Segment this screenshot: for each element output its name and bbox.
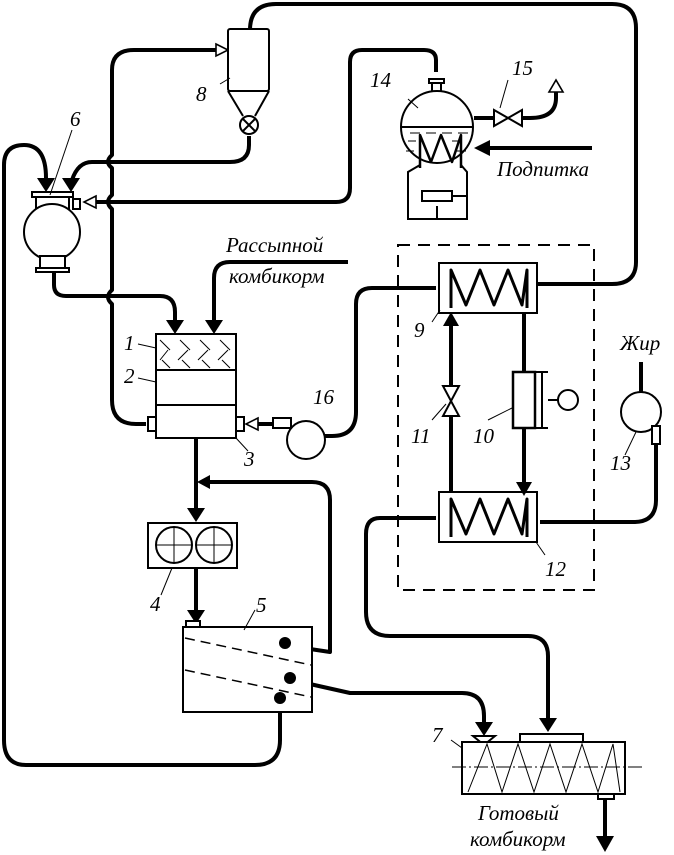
fan-16 — [272, 417, 326, 460]
pipe-return-loop — [2, 143, 282, 767]
pipe-cyclone-to-condenser — [248, 2, 638, 286]
label-9: 9 — [414, 318, 425, 342]
heat-pump-boundary — [397, 244, 595, 591]
label-12: 12 — [545, 557, 567, 581]
label-6: 6 — [70, 107, 81, 131]
bunker-inlet-arrow-icon — [187, 610, 205, 624]
pipe-cyclone-to-steamer — [70, 136, 251, 181]
makeup-arrow-icon — [474, 140, 490, 156]
return-arrow-icon — [197, 475, 210, 489]
mixer-section-1-hatch — [159, 339, 231, 369]
refrigerant-down-arrow-icon — [516, 482, 532, 496]
label-8: 8 — [196, 82, 207, 106]
label-2: 2 — [124, 364, 135, 388]
pipe-condenser-to-fan — [316, 286, 436, 438]
evaporator-12 — [438, 491, 538, 543]
pipe-loose-feed — [212, 260, 348, 322]
steam-generator-14 — [400, 78, 474, 220]
mill-inlet-arrow-icon — [187, 508, 205, 522]
steamer-inlet-arrow-icon — [62, 178, 80, 192]
label-14: 14 — [370, 68, 392, 92]
steam-inlet-arrow-icon — [82, 194, 97, 210]
pipe-to-cyclone-inlet — [110, 48, 216, 150]
label-16: 16 — [313, 385, 335, 409]
pipe-pump-to-heater — [540, 444, 658, 524]
loose-feed-label-line1: Рассыпной — [225, 233, 324, 257]
loose-feed-arrow-icon — [205, 320, 223, 334]
label-15: 15 — [512, 56, 533, 80]
label-5: 5 — [256, 593, 267, 617]
label-4: 4 — [150, 592, 161, 616]
roller-mill-4 — [147, 522, 238, 569]
cyclone-inlet-arrow-icon — [215, 42, 230, 58]
sieve-5 — [182, 620, 313, 713]
loose-feed-label-line2: комбикорм — [229, 264, 325, 288]
compressor-10 — [511, 370, 579, 430]
mixer-inlet-arrow-icon — [166, 320, 184, 334]
fat-pump-13 — [620, 391, 662, 445]
vent-arrow-icon — [547, 78, 565, 93]
pipe-left-vertical — [106, 150, 146, 426]
mixer-assembly — [147, 333, 245, 439]
finished-feed-label-line2: комбикорм — [470, 827, 566, 851]
pipe-fat-to-screw — [364, 516, 550, 720]
condenser-9 — [438, 262, 538, 314]
pipe-sieve-return — [204, 480, 332, 654]
pipe-steam-to-steamer — [96, 48, 438, 204]
mixer-air-arrow-icon — [244, 416, 259, 432]
pipe-steamer-to-mixer — [52, 272, 177, 322]
label-7: 7 — [432, 723, 444, 747]
fat-label: Жир — [619, 331, 660, 355]
label-11: 11 — [411, 424, 430, 448]
vent-valve-15 — [493, 108, 523, 128]
screw-inlet-arrow-icon — [475, 722, 493, 736]
expansion-valve-11 — [441, 385, 461, 417]
cyclone-8 — [227, 28, 270, 135]
label-13: 13 — [610, 451, 631, 475]
fat-inlet-arrow-icon — [539, 718, 557, 732]
screw-conveyor-7 — [452, 733, 645, 800]
steamer-6 — [23, 191, 81, 273]
label-3: 3 — [243, 447, 255, 471]
finished-output-arrow-icon — [596, 836, 614, 852]
label-10: 10 — [473, 424, 495, 448]
makeup-label: Подпитка — [496, 157, 589, 181]
label-1: 1 — [124, 331, 135, 355]
pipe-bunker-to-screw — [291, 678, 486, 724]
pipe-vent — [474, 92, 558, 120]
leader-lines — [49, 77, 637, 749]
refrigerant-up-arrow-icon — [443, 312, 459, 326]
finished-feed-label-line1: Готовый — [477, 801, 559, 825]
steamer-return-arrow-icon — [37, 178, 55, 192]
